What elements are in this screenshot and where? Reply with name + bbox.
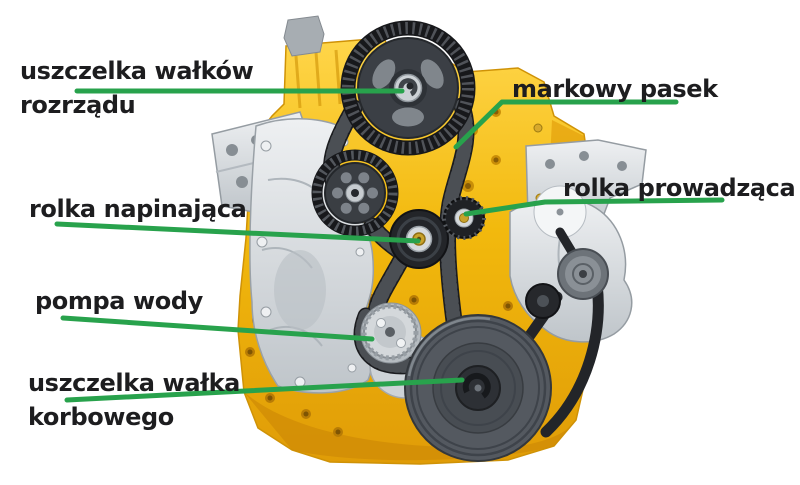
oil-cap-part [283,15,325,57]
label-camshaft-seals: uszczelka wałków rozrządu [20,57,254,119]
label-tensioner-pulley: rolka napinająca [29,195,247,223]
camshaft-sprocket-lower [311,149,399,237]
annotation-lines [54,88,725,403]
leader-tensioner-pulley [54,221,421,244]
label-branded-belt: markowy pasek [512,75,718,103]
crankshaft-pulley [404,314,552,462]
leader-water-pump [60,315,375,342]
guide-pulley [442,196,486,240]
label-crankshaft-seal: uszczelka wałka korbowego [28,369,240,431]
idler-cylinder-pulley [557,248,609,300]
camshaft-sprocket-top [340,20,476,156]
front-cover [249,118,374,394]
label-water-pump: pompa wody [35,287,203,315]
belt-tensioner-pulley-accessory [525,283,561,319]
leader-branded-belt [453,99,679,150]
water-pump-sprocket [360,302,422,364]
label-guide-pulley: rolka prowadząca [563,174,796,202]
leader-guide-pulley [463,197,725,217]
leader-crankshaft-seal [64,377,465,403]
